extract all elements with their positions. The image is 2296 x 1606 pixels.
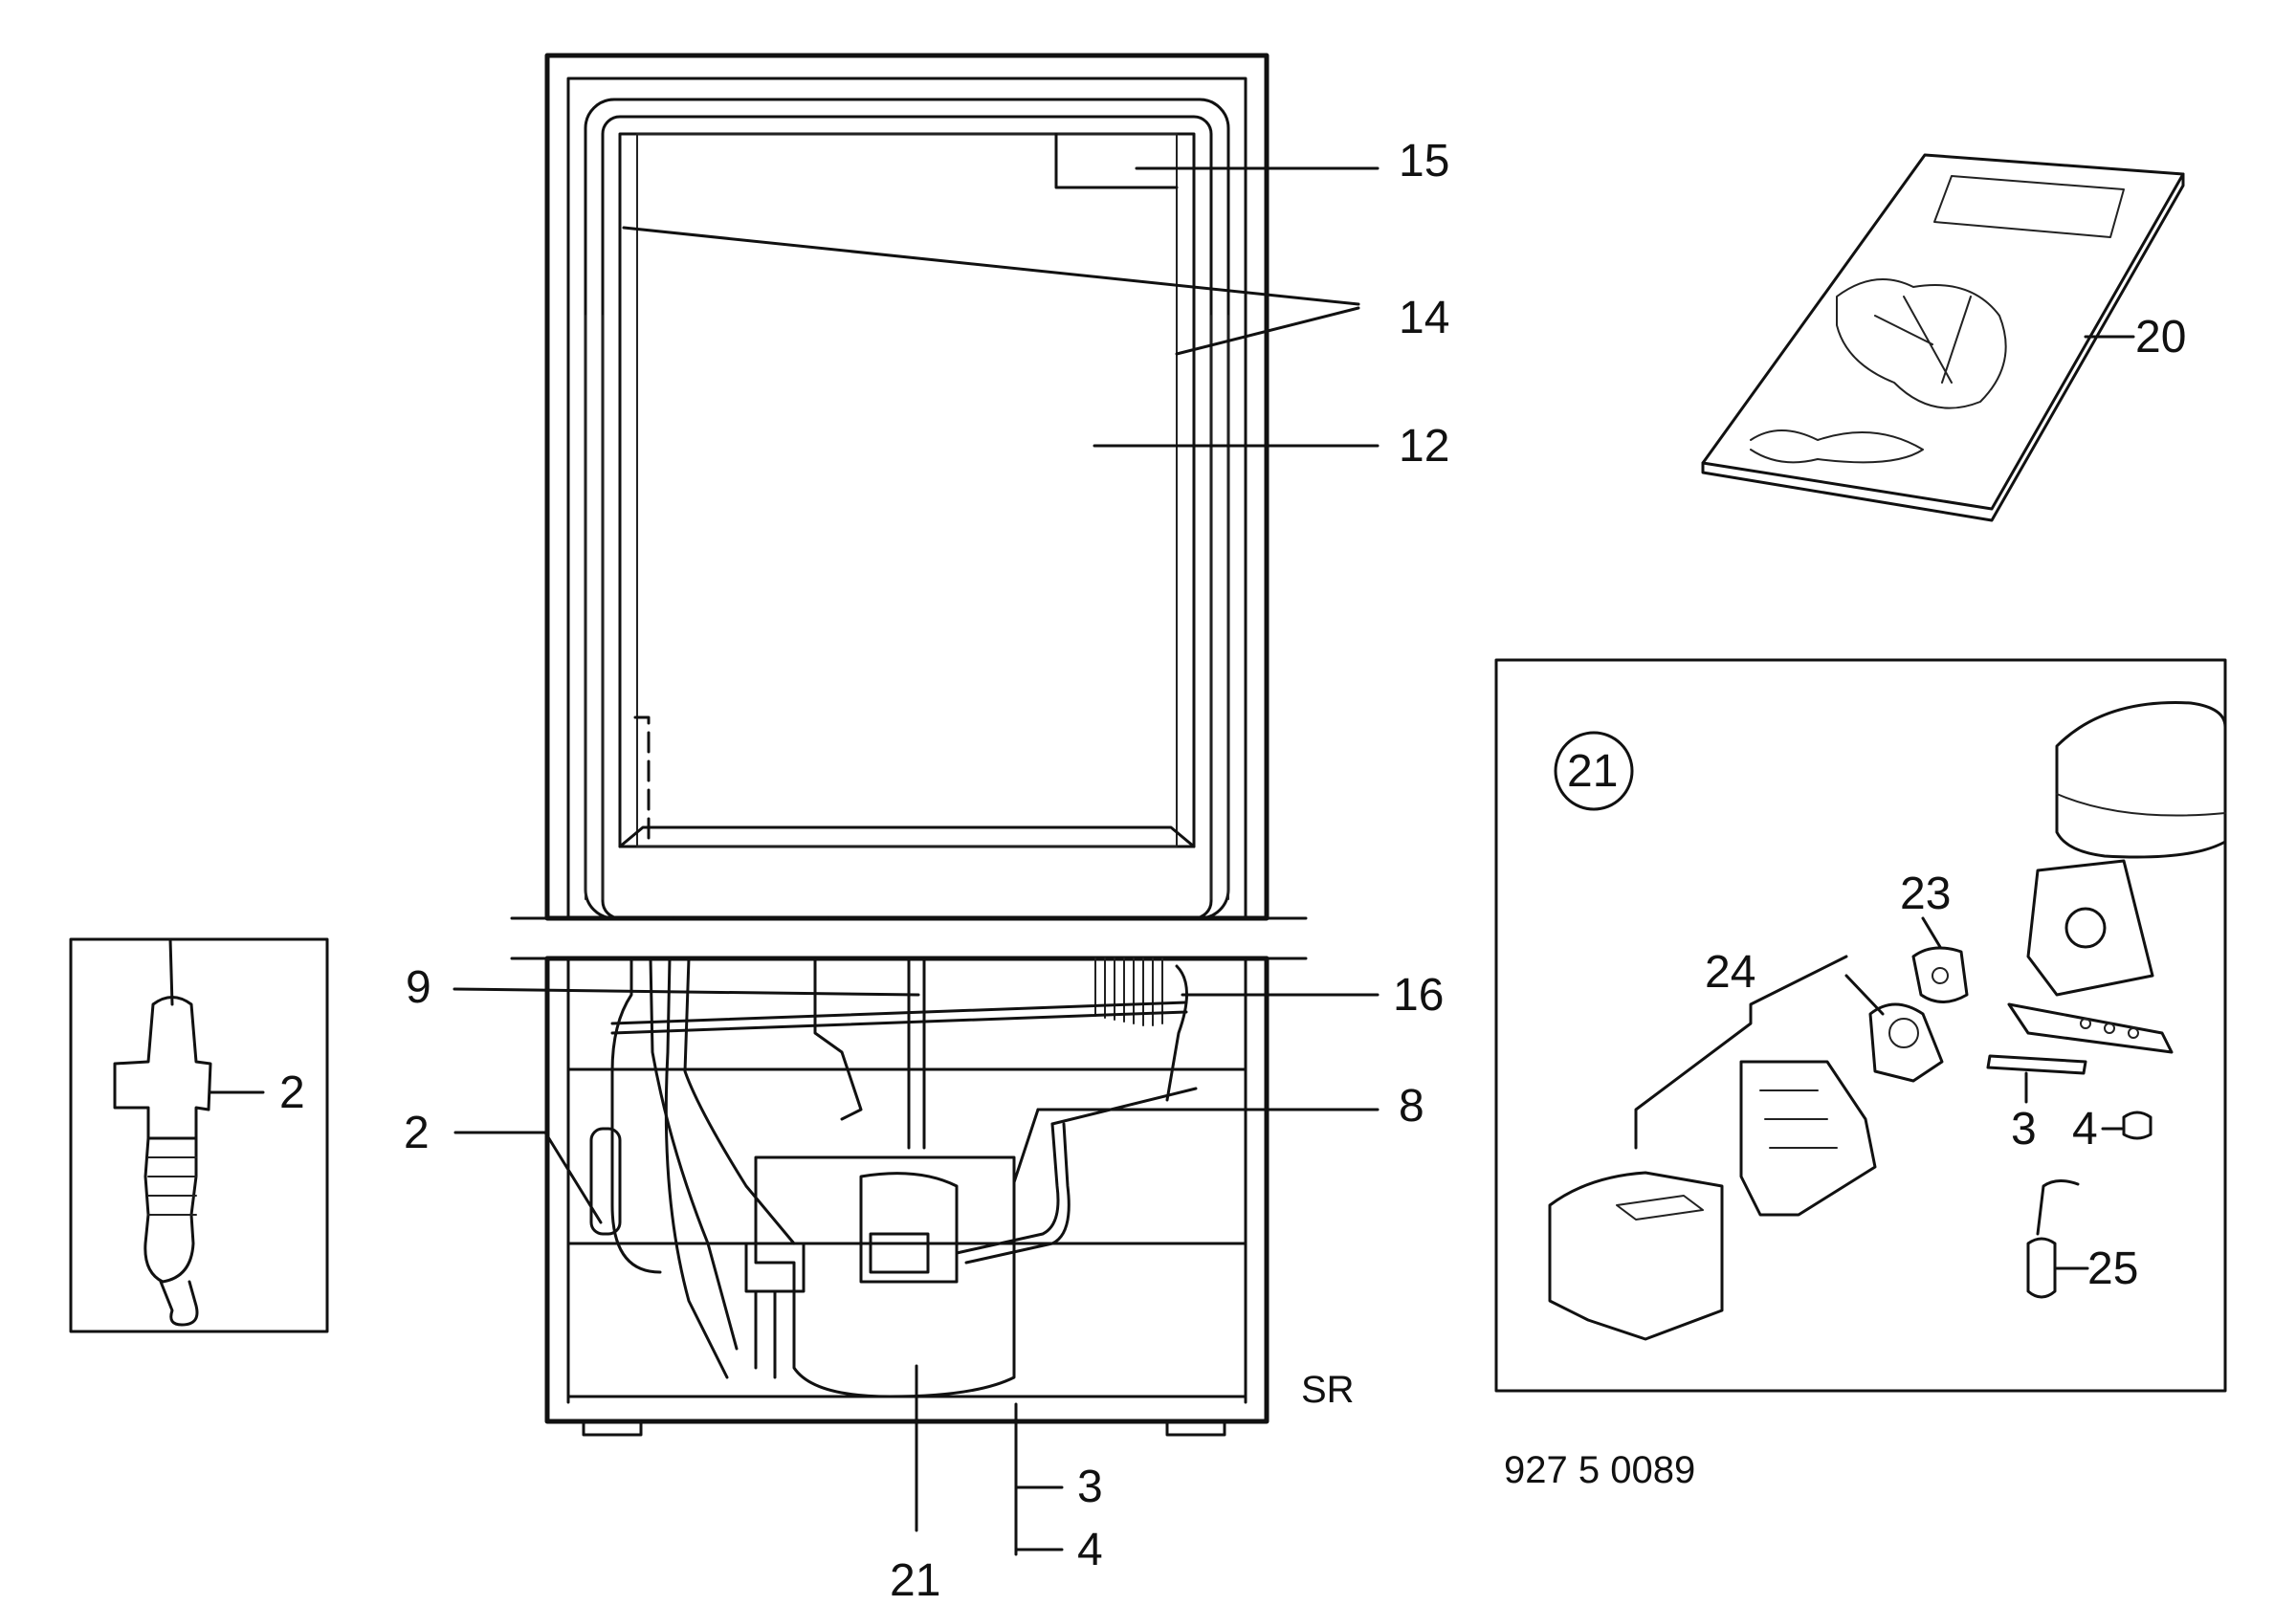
- inset-part-3-4: 3 4: [1986, 1054, 2152, 1155]
- label-12: 12: [1399, 421, 1449, 472]
- label-9: 9: [406, 962, 431, 1013]
- label-24: 24: [1705, 947, 1755, 998]
- labels-main: 15 14 12 9 16 2 8 3 4 21 SR: [404, 136, 1449, 1606]
- inset-compressor: [2007, 701, 2227, 1054]
- label-15: 15: [1399, 136, 1449, 187]
- label-3-inset: 3: [2011, 1104, 2037, 1155]
- drawing-number: 927 5 0089: [1504, 1449, 1695, 1491]
- door-ridges-right: [1210, 315, 1229, 900]
- break-lines: [510, 916, 1308, 960]
- label-20: 20: [2135, 312, 2186, 363]
- label-2-side: 2: [279, 1067, 305, 1118]
- label-2-main: 2: [404, 1108, 430, 1158]
- label-3-main: 3: [1077, 1462, 1103, 1512]
- instruction-booklet: 20: [1701, 153, 2186, 522]
- label-8: 8: [1399, 1081, 1424, 1132]
- label-21-main: 21: [890, 1555, 940, 1606]
- label-4-inset: 4: [2072, 1104, 2098, 1155]
- compressor-main: [744, 1087, 1198, 1398]
- cabinet-upper: [544, 53, 1269, 921]
- label-25: 25: [2087, 1243, 2138, 1294]
- label-14: 14: [1399, 293, 1449, 343]
- leaders-main: [453, 166, 1380, 1556]
- inset-part-25: 25: [2026, 1179, 2138, 1299]
- door-ridges-left: [585, 315, 604, 900]
- label-21-inset: 21: [1567, 746, 1618, 797]
- inset-part-24: 24: [1548, 947, 1944, 1341]
- label-4-main: 4: [1077, 1525, 1103, 1575]
- label-16: 16: [1393, 970, 1444, 1021]
- label-23: 23: [1900, 869, 1951, 919]
- inset-part-23: 23: [1900, 869, 1969, 1003]
- cabinet-lower: [544, 956, 1269, 1437]
- label-sr: SR: [1301, 1369, 1355, 1411]
- condenser-coil: [1094, 957, 1188, 1102]
- inset-filter-dryer: 2: [69, 937, 329, 1333]
- inset-compressor-parts: 21 23 24: [1494, 658, 2227, 1393]
